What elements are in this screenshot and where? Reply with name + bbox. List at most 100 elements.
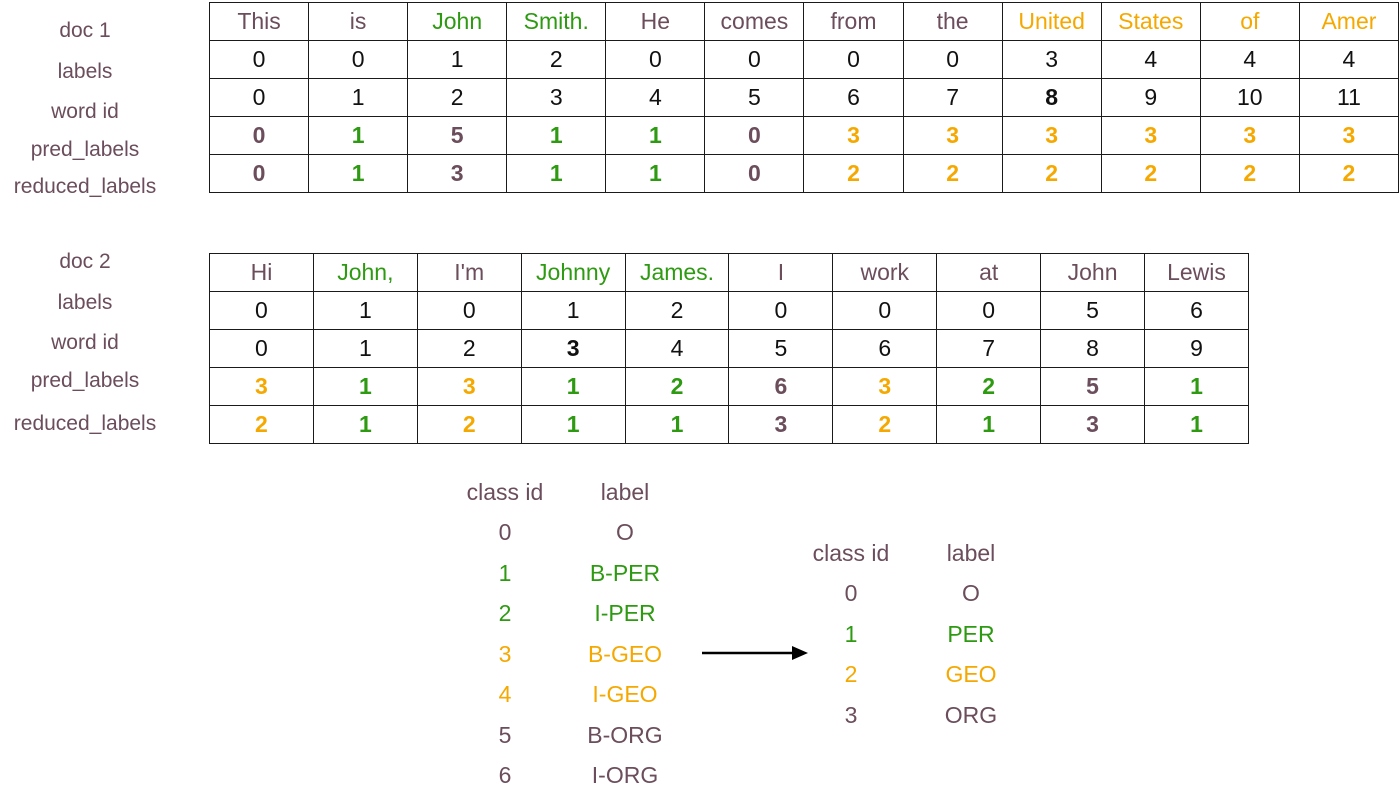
label-cell: 0 [832, 291, 938, 330]
label-cell: 2 [624, 291, 730, 330]
pred-label-cell: 3 [1001, 116, 1102, 155]
word-cell: the [902, 2, 1003, 41]
word-cell: States [1100, 2, 1201, 41]
legend-full-class-id: 5 [498, 721, 512, 748]
label-cell: 1 [520, 291, 626, 330]
word-id-cell: 8 [1001, 78, 1102, 117]
legend-reduced-class-id: 3 [844, 701, 858, 728]
word-id-cell: 2 [416, 329, 522, 368]
reduced-label-cell: 1 [936, 405, 1042, 444]
legend-reduced-class-label: ORG [944, 701, 998, 728]
legend-full-class-id: 1 [498, 559, 512, 586]
reduced-label-cell: 2 [1298, 154, 1400, 193]
word-id-cell: 4 [605, 78, 706, 117]
word-id-cell: 0 [208, 78, 310, 117]
word-cell: comes [704, 2, 805, 41]
pred-label-cell: 3 [1199, 116, 1300, 155]
legend-reduced-class-id: 2 [844, 661, 858, 687]
word-id-cell: 0 [209, 329, 314, 368]
reduced-label-cell: 2 [1100, 154, 1201, 193]
word-id-cell: 5 [704, 78, 805, 117]
reduced-label-cell: 2 [803, 154, 904, 193]
label-cell: 2 [506, 40, 607, 79]
label-cell: 0 [728, 291, 834, 330]
reduced-label-cell: 1 [308, 154, 409, 193]
pred-label-cell: 1 [605, 116, 706, 155]
label-cell: 1 [312, 291, 418, 330]
legend-reduced-class-label: PER [947, 620, 995, 647]
word-id-cell: 4 [624, 329, 730, 368]
pred-label-cell: 1 [308, 116, 409, 155]
label-cell: 0 [704, 40, 805, 79]
reduced-label-cell: 1 [605, 154, 706, 193]
reduced-label-cell: 1 [1144, 405, 1249, 444]
legend-reduced-class-id: 1 [844, 620, 858, 647]
reduced-label-cell: 0 [704, 154, 805, 193]
reduced-label-cell: 3 [407, 154, 508, 193]
legend-full-class-id: 4 [498, 681, 512, 707]
word-cell: Johnny [520, 253, 626, 292]
reduced-label-cell: 1 [312, 405, 418, 444]
word-id-cell: 10 [1199, 78, 1300, 117]
word-cell: John [1040, 253, 1146, 292]
legend-full-class-label: I-ORG [591, 762, 659, 788]
word-cell: at [936, 253, 1042, 292]
legend-full-class-id: 2 [498, 600, 512, 626]
word-cell: United [1001, 2, 1102, 41]
reduced-label-cell: 2 [1199, 154, 1300, 193]
arrow-right-icon [702, 646, 808, 660]
pred-label-cell: 5 [1040, 367, 1146, 406]
label-cell: 4 [1100, 40, 1201, 79]
word-cell: is [308, 2, 409, 41]
word-cell: of [1199, 2, 1300, 41]
word-id-cell: 9 [1100, 78, 1201, 117]
legend-full-class-label: O [616, 519, 634, 545]
pred-label-cell: 5 [407, 116, 508, 155]
legend-full-class-label: B-GEO [587, 640, 663, 667]
word-cell: I [728, 253, 834, 292]
reduced-label-cell: 2 [1001, 154, 1102, 193]
pred-label-cell: 3 [416, 367, 522, 406]
reduced-label-cell: 2 [416, 405, 522, 444]
label-cell: 3 [1001, 40, 1102, 79]
pred-label-cell: 1 [312, 367, 418, 406]
legend-full-class-label: B-ORG [587, 721, 663, 748]
word-id-cell: 5 [728, 329, 834, 368]
label-cell: 0 [803, 40, 904, 79]
word-id-cell: 3 [520, 329, 626, 368]
word-cell: This [208, 2, 310, 41]
word-id-cell: 2 [407, 78, 508, 117]
label-cell: 5 [1040, 291, 1146, 330]
reduced-label-cell: 2 [902, 154, 1003, 193]
label-cell: 0 [209, 291, 314, 330]
word-id-cell: 1 [312, 329, 418, 368]
legend-reduced-header-label: label [946, 540, 996, 566]
word-id-cell: 3 [506, 78, 607, 117]
reduced-label-cell: 2 [832, 405, 938, 444]
legend-full-class-id: 3 [498, 640, 512, 667]
reduced-label-cell: 0 [208, 154, 310, 193]
doc2-title: doc 2 [59, 250, 111, 273]
word-cell: Lewis [1144, 253, 1249, 292]
label-cell: 0 [902, 40, 1003, 79]
label-cell: 0 [605, 40, 706, 79]
doc2-pred-labels-row-label: pred_labels [30, 369, 140, 392]
word-id-cell: 7 [902, 78, 1003, 117]
pred-label-cell: 3 [1100, 116, 1201, 155]
pred-label-cell: 3 [902, 116, 1003, 155]
label-cell: 0 [308, 40, 409, 79]
label-cell: 0 [936, 291, 1042, 330]
word-id-cell: 11 [1298, 78, 1400, 117]
legend-full-header-label: label [600, 479, 650, 505]
legend-full-class-label: I-GEO [592, 681, 658, 707]
label-cell: 6 [1144, 291, 1249, 330]
doc1-labels-row-label: labels [57, 60, 113, 83]
